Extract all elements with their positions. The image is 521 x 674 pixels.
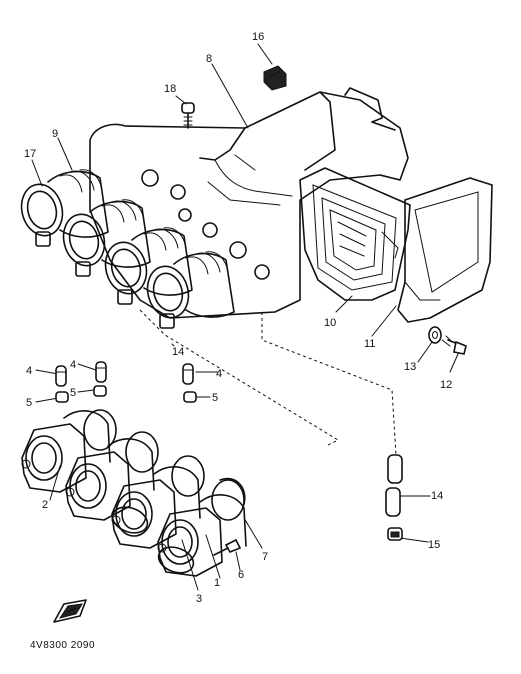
hose-14-upper (387, 454, 403, 484)
callout-11: 11 (364, 338, 375, 350)
callout-5-middle: 5 (70, 387, 76, 399)
screw-18 (181, 102, 195, 129)
callout-18: 18 (164, 83, 176, 95)
bolt-12 (441, 335, 467, 355)
hose-4-left (55, 365, 67, 387)
callout-17: 17 (24, 148, 36, 160)
grommet-16 (263, 65, 287, 91)
callout-7: 7 (262, 551, 268, 563)
air-filter-case (89, 87, 409, 319)
clamp-5-left (55, 391, 69, 403)
callout-6: 6 (238, 569, 244, 581)
washer-13 (428, 326, 442, 344)
callout-12: 12 (440, 379, 452, 391)
clamp-5-middle (93, 385, 107, 397)
carburetor-joints (21, 409, 247, 577)
hose-14-lower (385, 487, 401, 517)
callout-5-right: 5 (212, 392, 218, 404)
callout-4-right: 4 (216, 368, 222, 380)
callout-16: 16 (252, 31, 264, 43)
hose-4-middle (95, 361, 107, 383)
callout-13: 13 (404, 361, 416, 373)
clamp-15 (387, 527, 403, 541)
air-filter-element (299, 167, 411, 301)
callout-5-left: 5 (26, 397, 32, 409)
callout-1: 1 (214, 577, 220, 589)
callout-15: 15 (428, 539, 440, 551)
hose-4-right (182, 363, 194, 385)
callout-14-top: 14 (172, 346, 184, 358)
callout-10: 10 (324, 317, 336, 329)
callout-4-left: 4 (26, 365, 32, 377)
clamp-5-right (183, 391, 197, 403)
diagram-code: 4V8300 2090 (30, 640, 95, 651)
front-arrow-icon (53, 599, 87, 623)
callout-3: 3 (196, 593, 202, 605)
callout-9: 9 (52, 128, 58, 140)
leader-lines (31, 43, 459, 591)
callout-4-middle: 4 (70, 359, 76, 371)
callout-2: 2 (42, 499, 48, 511)
callout-14-right: 14 (431, 490, 443, 502)
duct-joints (20, 169, 235, 329)
callout-8: 8 (206, 53, 212, 65)
air-filter-cap (397, 177, 493, 323)
